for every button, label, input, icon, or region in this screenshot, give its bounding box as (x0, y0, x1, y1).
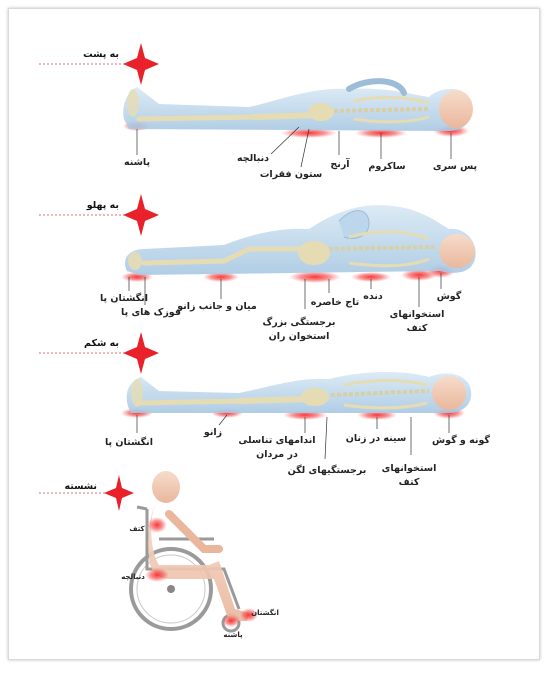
label-cheek-ear: گونه و گوش (432, 434, 490, 446)
label-spine: ستون فقرات (260, 169, 322, 180)
label-heel: پاشنه (124, 157, 150, 168)
position-title: به پهلو (86, 200, 119, 211)
label-occiput: پس سری (433, 161, 477, 172)
position-title: به پشت (83, 49, 119, 60)
label-shoulder: کتف (129, 525, 145, 533)
label-shoulder-bones: استخوانهای (390, 309, 445, 320)
label-shoulder: کتف (407, 323, 428, 334)
side-lying-body (125, 205, 476, 275)
label-genitals: اندامهای تناسلی (238, 435, 315, 446)
star-icon (104, 475, 134, 511)
supine-body (123, 81, 473, 131)
label-pelvic-prominences: برجستگیهای لگن (288, 464, 367, 476)
pressure-sore-diagram: به پشت پاشنه دن (8, 8, 540, 660)
label-in-men: در مردان (256, 449, 298, 460)
star-icon (123, 43, 159, 85)
pressure-spot (145, 568, 169, 582)
side-lying-section: به پهلو انگشتان پا ق (39, 194, 476, 342)
label-greater-trochanter: برجستگی بزرگ (263, 316, 336, 328)
label-shoulder-bones: استخوانهای (382, 463, 437, 474)
label-ankles: قوزک های پا (121, 307, 181, 318)
star-icon (123, 332, 159, 374)
label-tailbone: دنبالچه (237, 153, 269, 164)
label-iliac-crest: تاج خاصره (311, 297, 359, 308)
pressure-spot (222, 615, 240, 627)
sitting-section: نشسته کتف دنبالچه انگشتان پاشنه (39, 471, 279, 639)
star-icon (123, 194, 159, 236)
label-elbow: آرنج (330, 157, 350, 170)
prone-body (127, 372, 472, 413)
label-breasts-women: سینه در زنان (346, 433, 407, 444)
label-femur: استخوان ران (269, 331, 330, 342)
label-heel: پاشنه (223, 631, 243, 639)
label-knee: زانو (203, 427, 222, 438)
diagram-canvas: به پشت پاشنه دن (9, 9, 539, 659)
position-title: نشسته (64, 481, 97, 492)
label-toes: انگشتان پا (100, 292, 148, 304)
label-sacrum: ساکروم (368, 161, 405, 172)
label-knee: میان و جانب زانو (176, 301, 257, 312)
label-shoulder: کتف (399, 477, 420, 488)
label-tailbone: دنبالچه (121, 573, 145, 581)
label-ear: گوش (437, 290, 462, 302)
label-rib: دنده (363, 291, 383, 302)
leader-lines (129, 273, 441, 309)
label-toes: انگشتان (251, 608, 279, 617)
supine-section: به پشت پاشنه دن (39, 43, 477, 180)
pressure-spot (147, 517, 167, 533)
prone-section: به شکم انگشتان پا زانو اندام (39, 332, 490, 488)
position-title: به شکم (84, 338, 119, 349)
label-toes: انگشتان پا (105, 436, 153, 448)
